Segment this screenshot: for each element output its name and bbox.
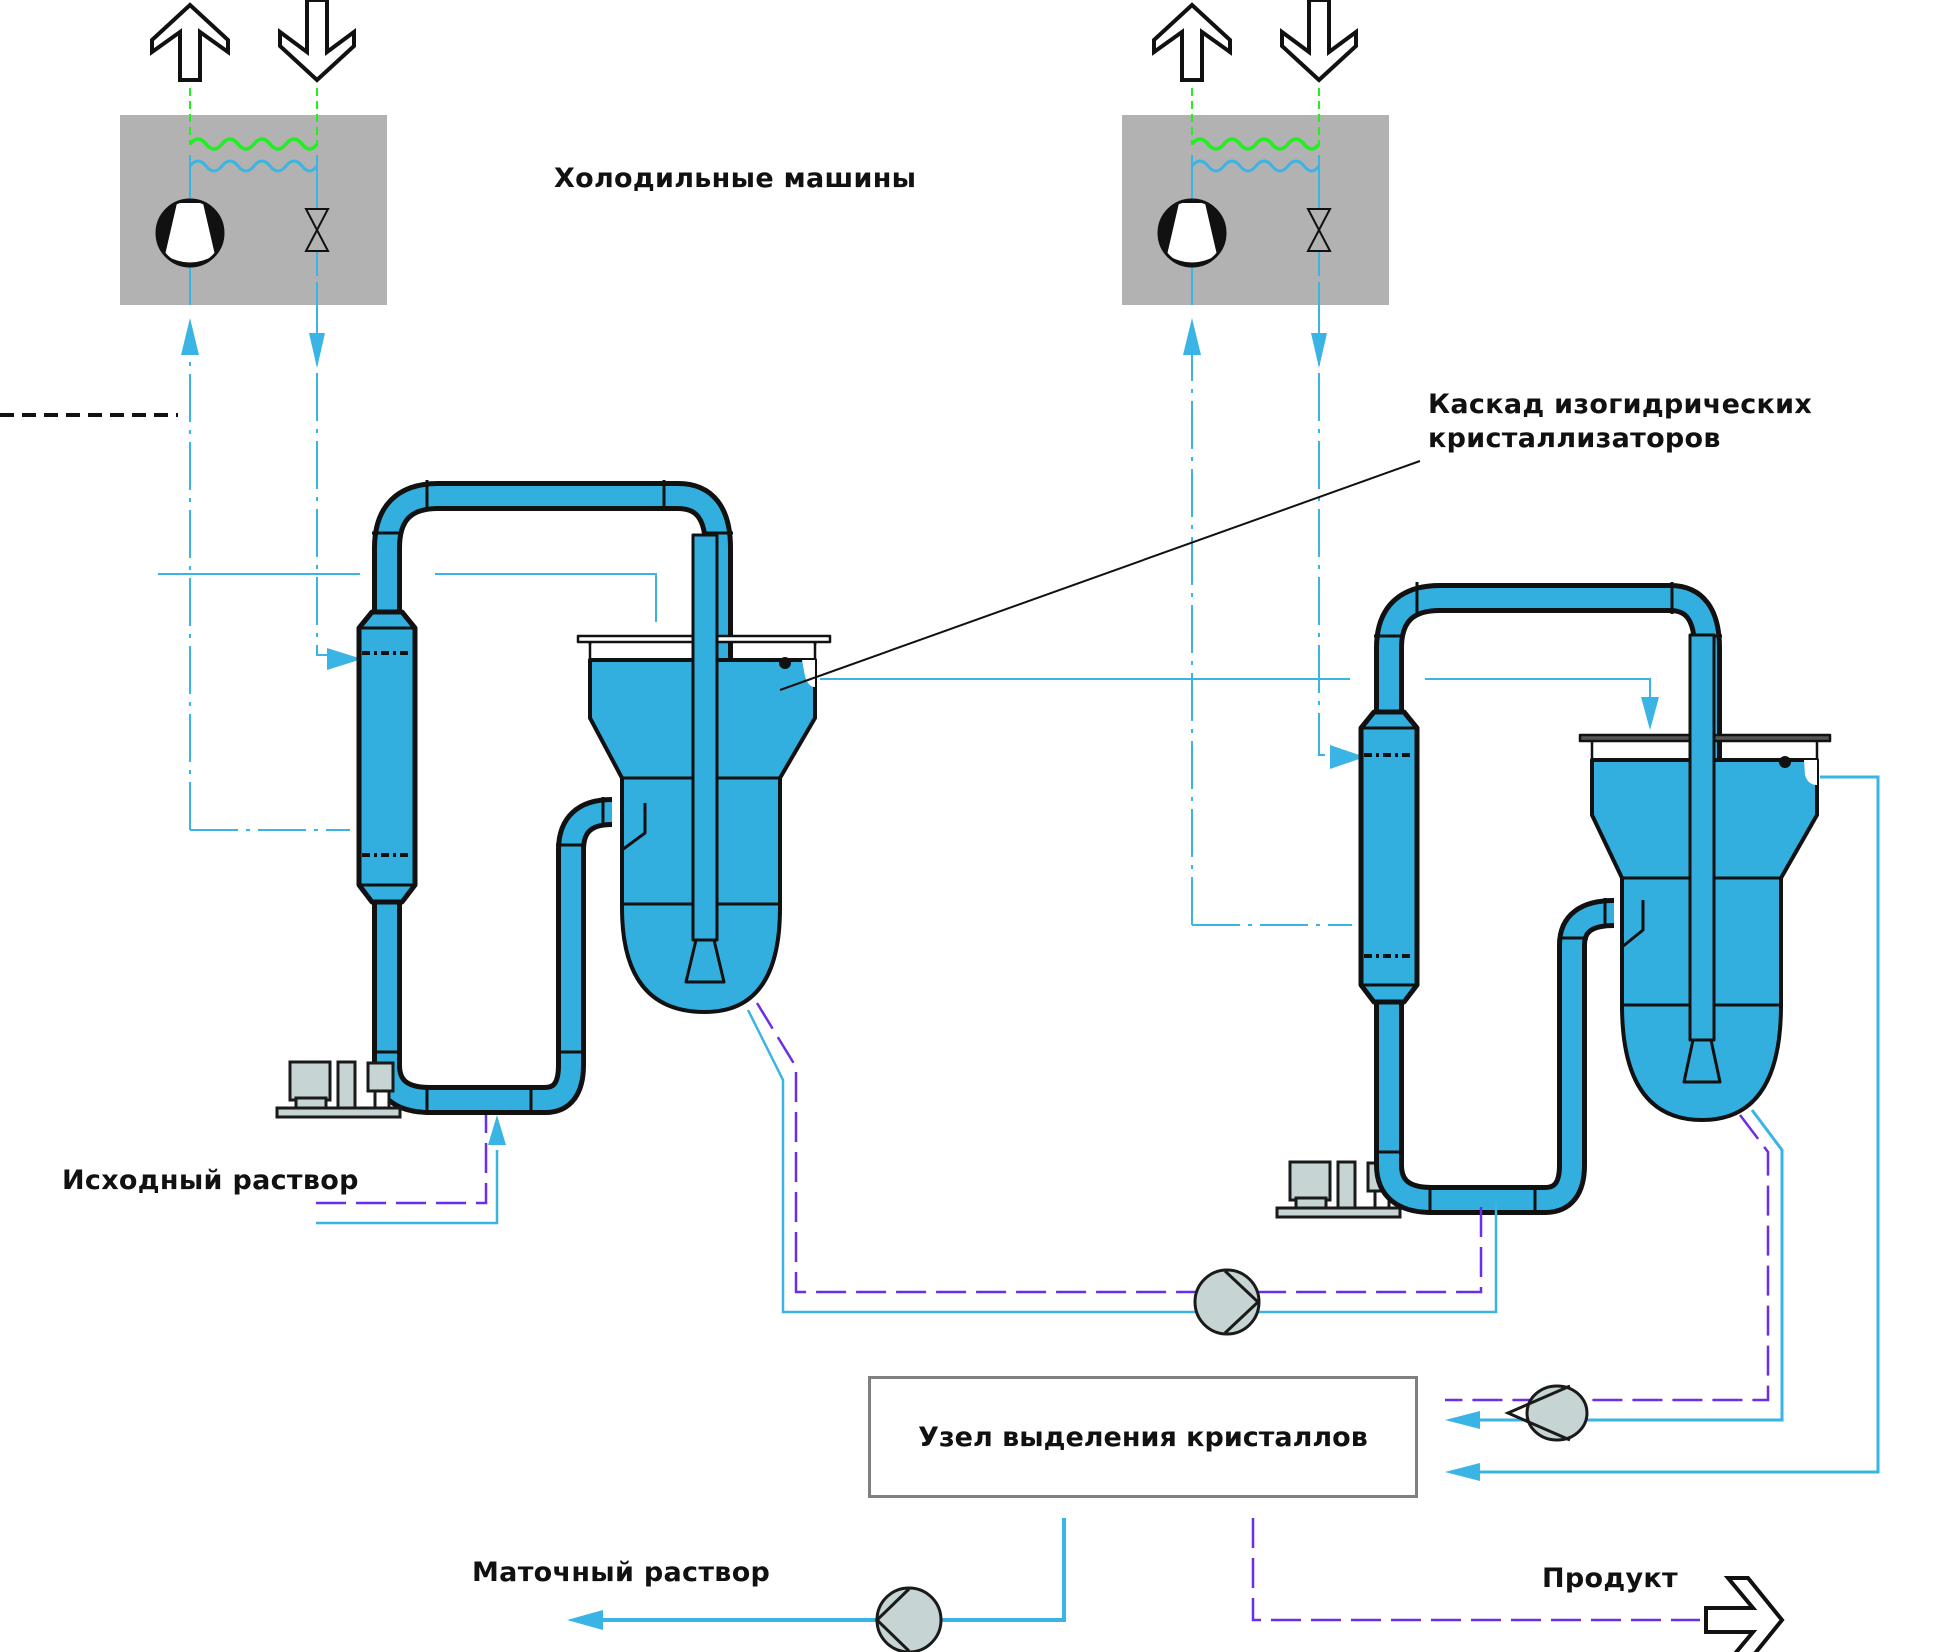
feed-solution-label: Исходный раствор (62, 1165, 359, 1196)
refrigeration-unit-1 (120, 0, 387, 305)
heat-exchanger-2 (1358, 709, 1420, 1005)
coolant-lines-2 (820, 305, 1659, 926)
arrow-head (567, 1610, 603, 1630)
feed-suspension-line (316, 1115, 488, 1205)
refrigeration-unit-2 (1122, 0, 1389, 305)
crystallizer-1 (356, 460, 1421, 1115)
centrifugal-pump-icon (1193, 1268, 1261, 1336)
transfer-suspension-line (755, 1002, 1483, 1294)
inflow-arrow-down-icon (1280, 0, 1358, 83)
outflow-arrow-up-icon (150, 2, 230, 82)
discharge-solution-line (1470, 1109, 1784, 1422)
coolant-lines-1 (158, 305, 657, 831)
centrifugal-pump-icon (874, 1586, 943, 1652)
feed-solution-line (316, 1150, 499, 1225)
product-label: Продукт (1542, 1563, 1678, 1594)
discharge-suspension-line (1445, 1114, 1770, 1402)
heat-exchanger-1 (356, 609, 418, 905)
mother-liquor-line (595, 1518, 1066, 1622)
expansion-valve-icon (304, 208, 330, 252)
mother-liquor-label: Маточный раствор (472, 1557, 771, 1588)
product-line (1251, 1518, 1700, 1622)
crystal-separation-unit: Узел выделения кристаллов (868, 1376, 1418, 1498)
condenser-coil (188, 137, 319, 151)
crystallizer-2 (1358, 582, 1832, 1215)
compressor-icon (1157, 198, 1227, 268)
evaporator-coil (188, 159, 319, 173)
centrifugal-pump-icon (1504, 1384, 1589, 1442)
label-leader-line (779, 460, 1421, 691)
condenser-coil (1190, 137, 1321, 151)
motor-pump-icon (275, 1060, 402, 1119)
crystallizer-vessel-2 (1578, 633, 1832, 1122)
transfer-solution-line (746, 1009, 1498, 1314)
overflow-line-2 (1470, 775, 1880, 1474)
crystallizer-cascade-label-line1: Каскад изогидрических (1428, 389, 1813, 420)
inflow-arrow-down-icon (278, 0, 356, 83)
arrow-head (488, 1115, 506, 1145)
product-arrow-icon (1704, 1576, 1785, 1652)
crystallizer-cascade-label-line2: кристаллизаторов (1428, 423, 1721, 454)
refrigeration-machines-label: Холодильные машины (554, 163, 917, 194)
outflow-arrow-up-icon (1152, 2, 1232, 82)
compressor-icon (155, 198, 225, 268)
expansion-valve-icon (1306, 208, 1332, 252)
arrow-head (1445, 1463, 1480, 1481)
crystal-separation-unit-label: Узел выделения кристаллов (918, 1421, 1368, 1453)
arrow-head (1445, 1411, 1480, 1429)
crystallizer-vessel-1 (576, 533, 832, 1014)
evaporator-coil (1190, 159, 1321, 173)
